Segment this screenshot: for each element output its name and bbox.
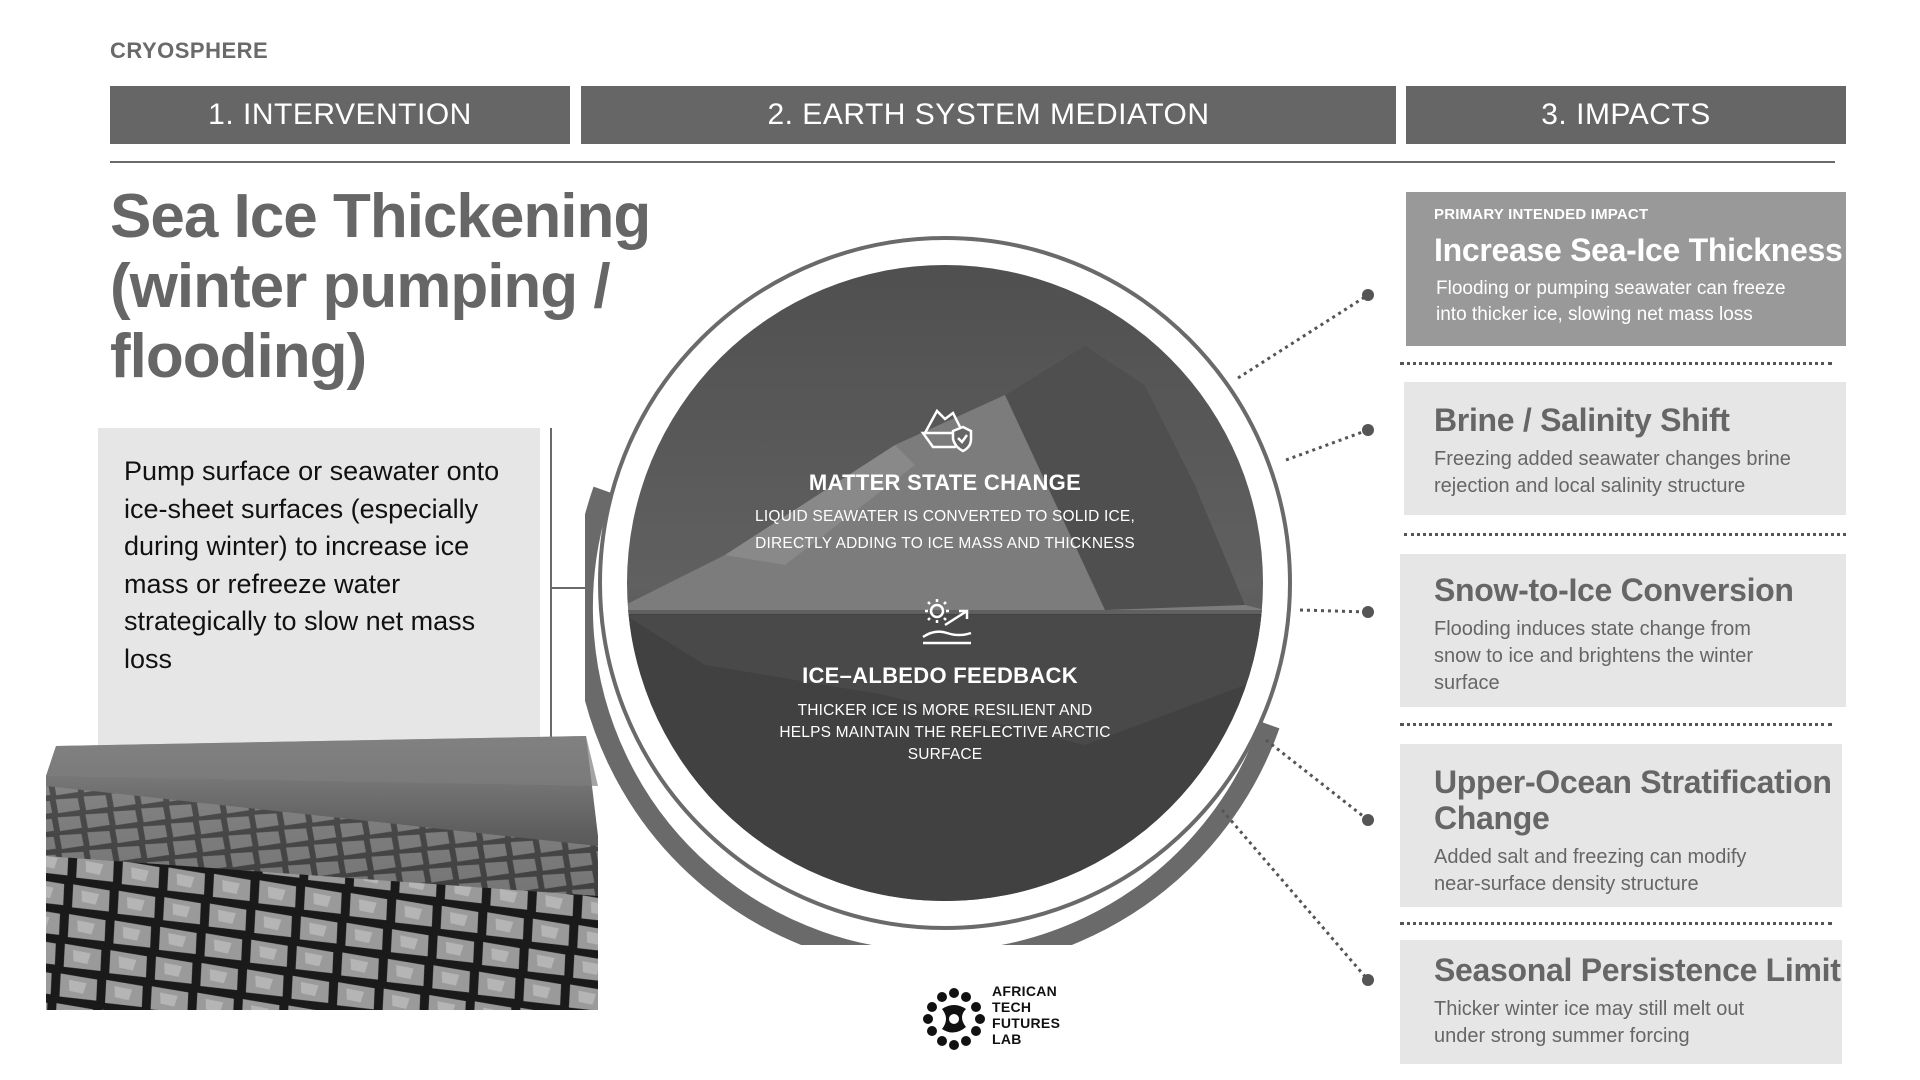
primary-impact-kicker: PRIMARY INTENDED IMPACT — [1434, 206, 1649, 223]
header-impacts: 3. IMPACTS — [1406, 86, 1846, 144]
mechanism-body-matter-state: LIQUID SEAWATER IS CONVERTED TO SOLID IC… — [755, 508, 1135, 552]
section-tag: CRYOSPHERE — [110, 38, 269, 63]
sun-albedo-icon — [922, 599, 972, 645]
impact-stratification: Upper-Ocean Stratification Change Added … — [1434, 764, 1832, 895]
iceberg-shield-icon — [920, 408, 973, 453]
aftl-logo-icon — [923, 988, 985, 1050]
connector-horizontal — [552, 587, 592, 589]
mechanism-body-ice-albedo: THICKER ICE IS MORE RESILIENT AND HELPS … — [779, 702, 1111, 763]
impact-separator — [1404, 533, 1846, 536]
impact-card-brine — [1404, 382, 1846, 515]
impact-separator — [1400, 723, 1832, 726]
mediation-circle — [585, 236, 1292, 945]
impact-separator — [1400, 362, 1832, 365]
impact-connectors — [1220, 289, 1374, 986]
intervention-description: Pump surface or seawater onto ice-sheet … — [124, 456, 500, 674]
header-earth-system-mediation: 2. EARTH SYSTEM MEDIATON — [581, 86, 1396, 144]
impact-brine: Brine / Salinity Shift Freezing added se… — [1434, 402, 1791, 497]
impact-card-snow-to-ice — [1400, 554, 1846, 707]
impact-card-seasonal — [1400, 940, 1842, 1064]
primary-impact-body: Flooding or pumping seawater can freeze … — [1436, 278, 1786, 325]
description-panel — [98, 428, 540, 770]
sea-ice-photo — [46, 736, 598, 1010]
connector-vertical — [550, 428, 552, 798]
impact-card-stratification — [1400, 744, 1842, 907]
mechanism-title-matter-state: MATTER STATE CHANGE — [808, 470, 1082, 495]
impact-snow-to-ice: Snow-to-Ice Conversion Flooding induces … — [1434, 572, 1794, 694]
impact-seasonal: Seasonal Persistence Limit Thicker winte… — [1434, 952, 1841, 1047]
primary-impact-card — [1406, 192, 1846, 346]
intervention-title: Sea Ice Thickening (winter pumping / flo… — [110, 182, 651, 391]
mechanism-title-ice-albedo: ICE–ALBEDO FEEDBACK — [802, 663, 1078, 688]
header-intervention: 1. INTERVENTION — [110, 86, 570, 144]
impact-separator — [1400, 922, 1832, 925]
primary-impact-title: Increase Sea-Ice Thickness — [1434, 232, 1843, 268]
header-rule — [110, 161, 1835, 163]
aftl-logo-text: AFRICAN TECH FUTURES LAB — [992, 983, 1061, 1047]
